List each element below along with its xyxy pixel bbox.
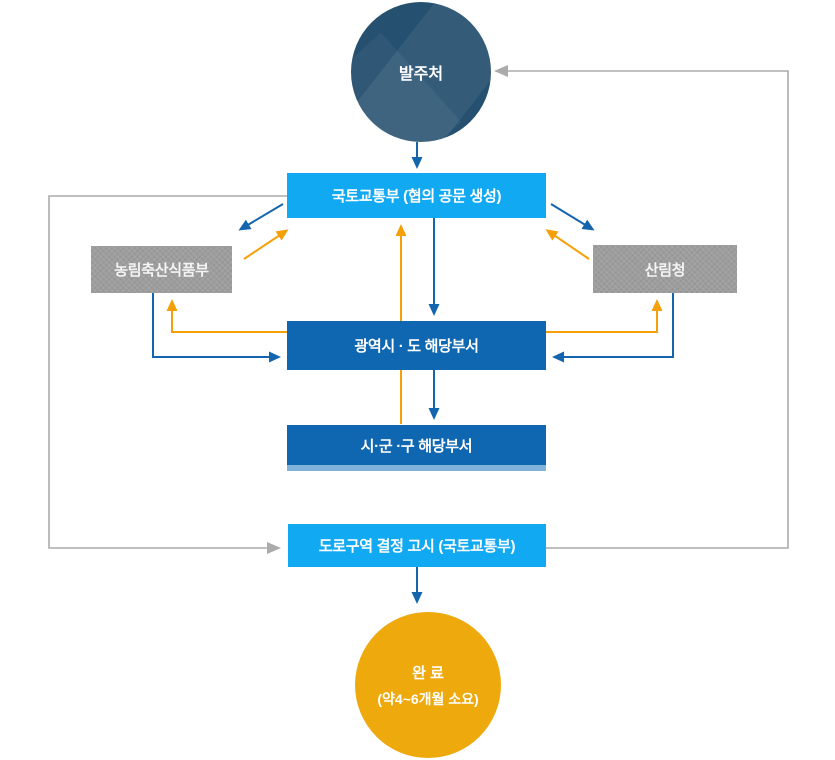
node-molit-label: 국토교통부 (협의 공문 생성)	[331, 188, 502, 205]
edge-province-to-forest	[546, 299, 663, 333]
edge-forest-to-molit	[545, 229, 590, 260]
node-notice: 도로구역 결정 고시 (국토교통부)	[288, 524, 546, 567]
edge-notice-to-orderer	[494, 65, 789, 549]
node-district-label: 시·군 ·구 해당부서	[360, 437, 473, 455]
node-complete-sublabel: (약4~6개월 소요)	[377, 690, 479, 707]
node-forest: 산림청	[593, 245, 737, 293]
district-accent-strip	[287, 465, 546, 471]
edge-mafra-to-province	[152, 293, 281, 363]
node-complete: 완 료 (약4~6개월 소요)	[355, 612, 501, 758]
node-orderer-label: 발주처	[398, 66, 444, 83]
node-province: 광역시 · 도 해당부서	[287, 321, 546, 370]
node-complete-label: 완 료	[412, 664, 444, 682]
edge-mafra-to-molit	[243, 229, 289, 260]
edge-molit-to-notice	[48, 195, 287, 554]
node-forest-label: 산림청	[644, 261, 686, 279]
edge-province-to-mafra	[166, 299, 287, 333]
node-province-label: 광역시 · 도 해당부서	[354, 338, 479, 355]
node-orderer: 발주처	[351, 2, 491, 142]
node-mafra: 농림축산식품부	[91, 246, 232, 293]
edge-molit-to-mafra	[238, 203, 284, 231]
node-molit: 국토교통부 (협의 공문 생성)	[287, 173, 546, 218]
edge-molit-to-forest	[550, 203, 595, 231]
edge-forest-to-province	[552, 293, 674, 363]
node-notice-label: 도로구역 결정 고시 (국토교통부)	[318, 538, 516, 555]
node-mafra-label: 농림축산식품부	[114, 262, 209, 279]
node-district: 시·군 ·구 해당부서	[287, 425, 546, 471]
